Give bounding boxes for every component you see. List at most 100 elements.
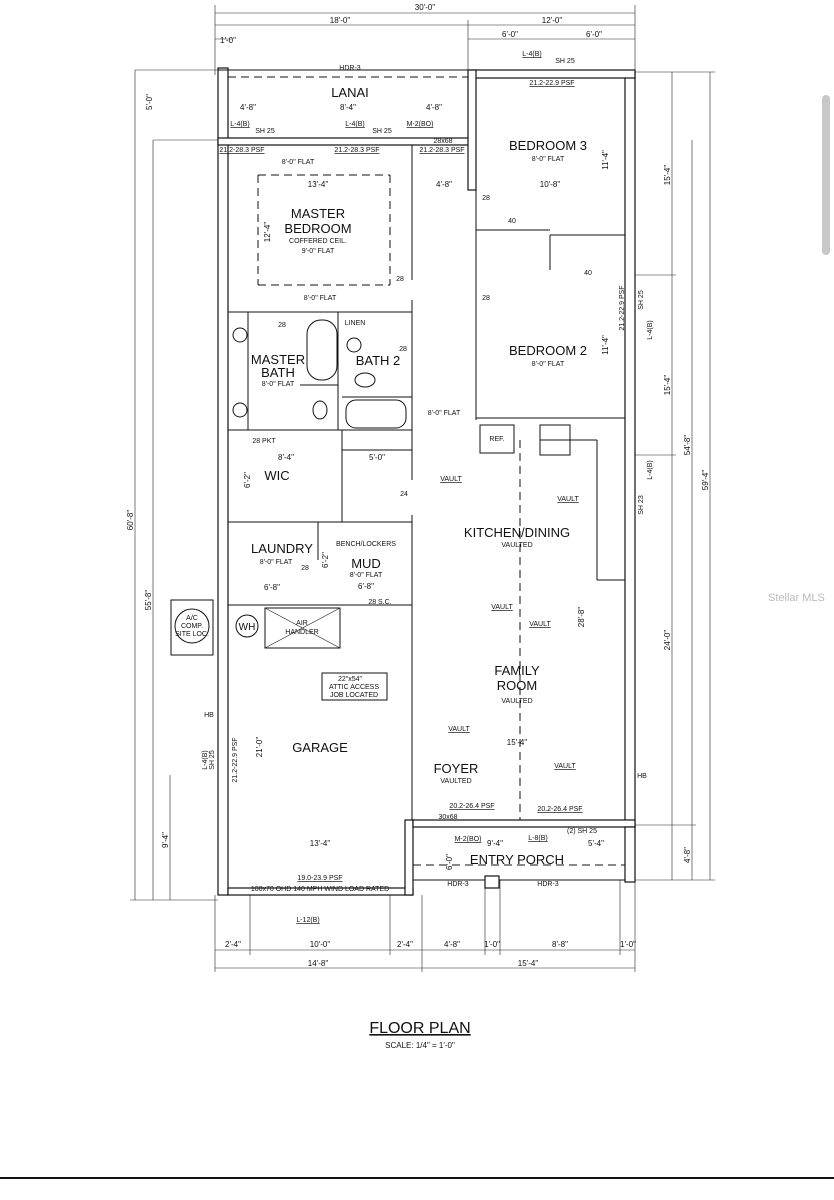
- dim: 13'-4": [310, 839, 331, 848]
- dim-right-24: 24'-0": [663, 630, 672, 651]
- master-bedroom-ceiling-2: 9'-0" FLAT: [302, 248, 335, 255]
- dim-bot-4: 4'-8": [444, 940, 460, 949]
- bench-lockers: BENCH/LOCKERS: [336, 541, 396, 548]
- room-bedroom-2: BEDROOM 2: [509, 343, 587, 358]
- plan-title: FLOOR PLAN: [369, 1020, 470, 1037]
- interior-dimensions: 4'-8" 8'-4" 4'-8" 13'-4" 12'-4" 4'-8" 10…: [240, 103, 610, 870]
- dim: 8'-4": [340, 103, 356, 112]
- dim: 15'-4": [507, 738, 528, 747]
- foyer-ceiling: VAULTED: [440, 778, 471, 785]
- attic-label-3: JOB LOCATED: [330, 692, 378, 699]
- vault-note: VAULT: [440, 476, 462, 483]
- interior-walls: [170, 145, 625, 820]
- dim-left-main: 55'-8": [144, 590, 153, 611]
- psf-note: 21.2-22.9 PSF: [529, 80, 574, 87]
- refrigerator-label: REF.: [489, 436, 504, 443]
- dim: 4'-8": [436, 180, 452, 189]
- dim: 6'-8": [264, 583, 280, 592]
- closet-size: 40: [508, 218, 516, 225]
- plan-scale: SCALE: 1/4" = 1'-0": [385, 1041, 455, 1050]
- left-dimensions: 5'-0" 60'-8" 55'-8" 9'-4": [126, 69, 218, 901]
- vault-note: VAULT: [448, 726, 470, 733]
- dim-bot-left: 14'-8": [308, 959, 329, 968]
- dim: 4'-8": [426, 103, 442, 112]
- door-tag: M-2(BO): [455, 836, 482, 843]
- dim: 5'-4": [588, 839, 604, 848]
- window-size: SH 25: [372, 128, 392, 135]
- dim-bot-2: 10'-0": [310, 940, 331, 949]
- garage-door-note: 100x70 OHD 140 MPH WIND LOAD RATED: [251, 886, 389, 893]
- room-wic: WIC: [264, 468, 289, 483]
- window-tag: L-8(B): [528, 835, 547, 842]
- psf-note: 21.2-22.9 PSF: [619, 285, 626, 330]
- window-size: SH 25: [209, 750, 216, 770]
- header-tag: HDR-3: [537, 881, 558, 888]
- vault-note: VAULT: [557, 496, 579, 503]
- psf-note: 19.0-23.9 PSF: [297, 875, 342, 882]
- dim-right-59: 59'-4": [701, 470, 710, 491]
- window-tag: L-4(B): [202, 750, 209, 769]
- dim-right-15a: 15'-4": [663, 165, 672, 186]
- window-tag: L-4(B): [647, 320, 654, 339]
- dim-right-54: 54'-8": [683, 435, 692, 456]
- psf-note: 21.2-28.3 PSF: [334, 147, 379, 154]
- window-size: SH 23: [638, 495, 645, 515]
- window-tag: L-4(B): [522, 51, 541, 58]
- dim-left-5: 5'-0": [145, 94, 154, 110]
- door-28-pkt: 28 PKT: [252, 438, 276, 445]
- linen-label: LINEN: [345, 320, 366, 327]
- water-heater-label: WH: [239, 622, 256, 633]
- tub-2: [345, 399, 407, 429]
- room-master-bedroom-2: BEDROOM: [284, 221, 351, 236]
- dim: 11'-4": [601, 150, 610, 170]
- window-size: (2) SH 25: [567, 828, 597, 835]
- psf-note: 20.2-26.4 PSF: [537, 806, 582, 813]
- dim: 6'-0": [445, 854, 454, 870]
- dim: 21'-0": [255, 737, 264, 758]
- dim-bot-6: 8'-8": [552, 940, 568, 949]
- dim: 12'-4": [263, 222, 272, 243]
- header-tag: HDR-3: [447, 881, 468, 888]
- room-family: FAMILY: [494, 663, 540, 678]
- dim-right-15b: 15'-4": [663, 375, 672, 396]
- dim-top-left: 18'-0": [330, 16, 351, 25]
- door-size: 28: [399, 346, 407, 353]
- door-tag: M-2(BO): [407, 121, 434, 128]
- dim-top-total: 30'-0": [415, 3, 436, 12]
- dim-bot-3: 2'-4": [397, 940, 413, 949]
- door-size: 28: [278, 322, 286, 329]
- room-kitchen-dining: KITCHEN/DINING: [464, 525, 570, 540]
- door-size: 28: [482, 295, 490, 302]
- window-tag: L-12(B): [296, 917, 319, 924]
- water-heater: [235, 614, 259, 638]
- room-entry-porch: ENTRY PORCH: [470, 852, 564, 867]
- psf-note: 20.2-26.4 PSF: [449, 803, 494, 810]
- door-size: 28x68: [433, 138, 452, 145]
- attic-label-2: ATTIC ACCESS: [329, 684, 379, 691]
- dim: 28'-8": [577, 607, 586, 628]
- window-size: SH 25: [555, 58, 575, 65]
- kitchen-ceiling: VAULTED: [501, 542, 532, 549]
- room-bath-2: BATH 2: [356, 353, 401, 368]
- lanai-wall-ceiling: 8'-0" FLAT: [282, 159, 315, 166]
- bedroom-2-ceiling: 8'-0" FLAT: [532, 361, 565, 368]
- room-lanai: LANAI: [331, 85, 369, 100]
- dim: 8'-4": [278, 453, 294, 462]
- room-garage: GARAGE: [292, 740, 348, 755]
- psf-note: 21.2-28.3 PSF: [219, 147, 264, 154]
- dim: 11'-4": [601, 335, 610, 355]
- hose-bib: HB: [637, 773, 647, 780]
- mud-ceiling: 8'-0" FLAT: [350, 572, 383, 579]
- exterior-walls: [217, 67, 636, 896]
- window-tag: L-4(B): [345, 121, 364, 128]
- dim: 6'-8": [358, 582, 374, 591]
- dim: 13'-4": [308, 180, 329, 189]
- room-laundry: LAUNDRY: [251, 541, 313, 556]
- dim-bot-right: 15'-4": [518, 959, 539, 968]
- dim: 9'-4": [487, 839, 503, 848]
- room-labels: LANAI BEDROOM 3 8'-0" FLAT MASTER BEDROO…: [175, 85, 587, 867]
- scrollbar[interactable]: [822, 95, 830, 255]
- room-master-bedroom: MASTER: [291, 206, 345, 221]
- watermark: Stellar MLS: [768, 592, 825, 604]
